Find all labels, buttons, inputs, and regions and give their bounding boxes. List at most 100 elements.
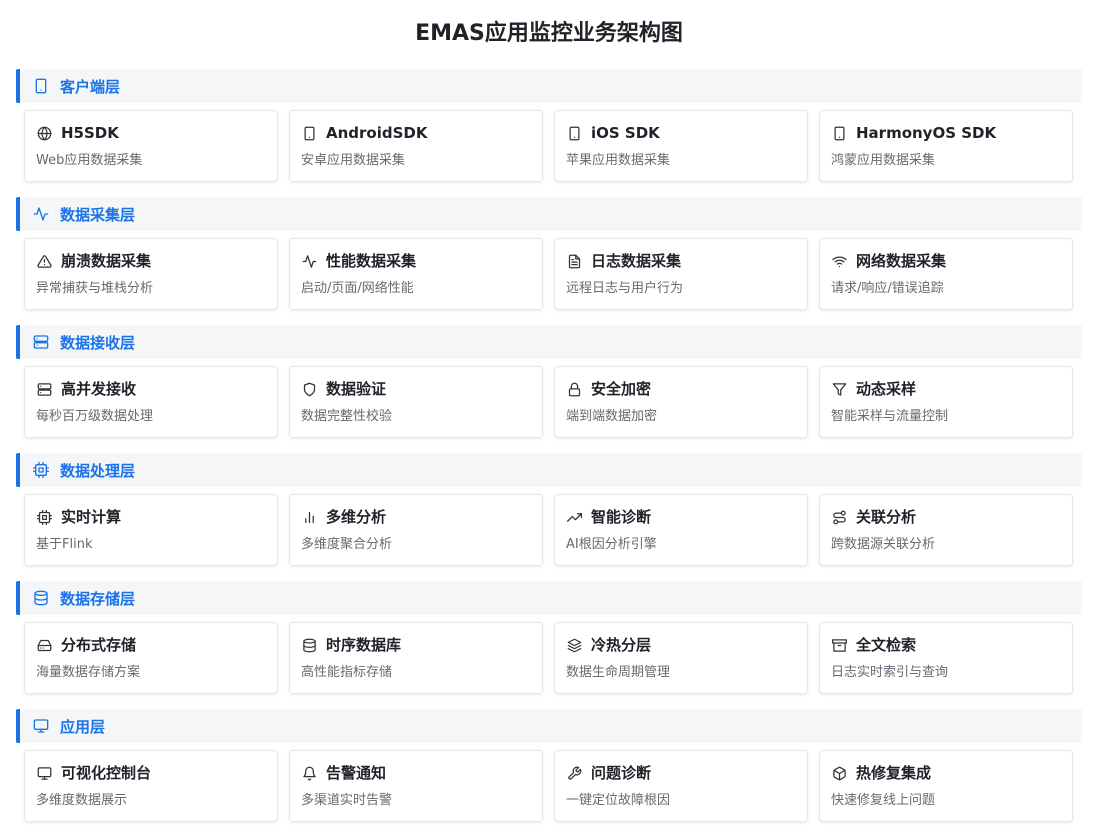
component-card: 高并发接收每秒百万级数据处理 [24, 366, 278, 438]
layer-header: 数据处理层 [16, 453, 1082, 487]
card-description: 多渠道实时告警 [301, 793, 393, 808]
card-description: 苹果应用数据采集 [566, 153, 671, 168]
layer-title: 客户端层 [60, 77, 121, 96]
layer-title: 数据处理层 [60, 461, 136, 480]
card-title: 性能数据采集 [326, 252, 417, 270]
trending-up-icon [566, 509, 582, 525]
card-description: 数据完整性校验 [301, 409, 393, 424]
card-description: 多维度聚合分析 [301, 537, 393, 552]
card-description: 请求/响应/错误追踪 [831, 281, 944, 296]
cpu-icon [32, 461, 50, 479]
card-description: 端到端数据加密 [566, 409, 658, 424]
card-description: 快速修复线上问题 [831, 793, 936, 808]
card-title: 安全加密 [591, 380, 652, 398]
card-title: 实时计算 [61, 508, 122, 526]
card-description: 智能采样与流量控制 [831, 409, 949, 424]
component-card: 问题诊断一键定位故障根因 [554, 750, 808, 822]
hard-drive-icon [36, 637, 52, 653]
package-icon [831, 765, 847, 781]
card-title: iOS SDK [591, 124, 660, 142]
file-text-icon [566, 253, 582, 269]
card-description: 基于Flink [36, 537, 93, 552]
card-title: 动态采样 [856, 380, 917, 398]
component-card: 告警通知多渠道实时告警 [289, 750, 543, 822]
card-title: 时序数据库 [326, 636, 402, 654]
card-title: 关联分析 [856, 508, 917, 526]
component-card: 网络数据采集请求/响应/错误追踪 [819, 238, 1073, 310]
card-description: 高性能指标存储 [301, 665, 393, 680]
layer-header: 客户端层 [16, 69, 1082, 103]
database-icon [301, 637, 317, 653]
component-card: 实时计算基于Flink [24, 494, 278, 566]
monitor-icon [32, 717, 50, 735]
activity-icon [32, 205, 50, 223]
card-description: 数据生命周期管理 [566, 665, 671, 680]
card-description: 安卓应用数据采集 [301, 153, 406, 168]
card-title: 全文检索 [856, 636, 917, 654]
layer-title: 应用层 [60, 717, 106, 736]
wrench-icon [566, 765, 582, 781]
layer-title: 数据采集层 [60, 205, 136, 224]
component-card: 热修复集成快速修复线上问题 [819, 750, 1073, 822]
layers-icon [566, 637, 582, 653]
smartphone-icon [831, 125, 847, 141]
card-description: 远程日志与用户行为 [566, 281, 684, 296]
component-card: iOS SDK 苹果应用数据采集 [554, 110, 808, 182]
card-title: 冷热分层 [591, 636, 652, 654]
bell-icon [301, 765, 317, 781]
alert-triangle-icon [36, 253, 52, 269]
smartphone-icon [566, 125, 582, 141]
cpu-icon [36, 509, 52, 525]
component-card: 全文检索日志实时索引与查询 [819, 622, 1073, 694]
server-icon [36, 381, 52, 397]
card-description: 异常捕获与堆栈分析 [36, 281, 154, 296]
smartphone-icon [301, 125, 317, 141]
card-title: 热修复集成 [856, 764, 932, 782]
monitor-icon [36, 765, 52, 781]
card-description: 跨数据源关联分析 [831, 537, 936, 552]
component-card: 安全加密端到端数据加密 [554, 366, 808, 438]
component-card: 关联分析跨数据源关联分析 [819, 494, 1073, 566]
card-description: 每秒百万级数据处理 [36, 409, 154, 424]
card-description: 启动/页面/网络性能 [301, 281, 414, 296]
card-title: 问题诊断 [591, 764, 652, 782]
component-card: 日志数据采集远程日志与用户行为 [554, 238, 808, 310]
card-description: 一键定位故障根因 [566, 793, 671, 808]
card-title: 数据验证 [326, 380, 387, 398]
page-title: EMAS应用监控业务架构图 [415, 21, 683, 46]
activity-icon [301, 253, 317, 269]
component-card: HarmonyOS SDK 鸿蒙应用数据采集 [819, 110, 1073, 182]
card-title: 分布式存储 [61, 636, 137, 654]
card-description: 日志实时索引与查询 [831, 665, 949, 680]
globe-icon [36, 125, 52, 141]
archive-icon [831, 637, 847, 653]
lock-icon [566, 381, 582, 397]
card-title: 崩溃数据采集 [61, 252, 152, 270]
layer-header: 数据存储层 [16, 581, 1082, 615]
route-icon [831, 509, 847, 525]
bar-chart-icon [301, 509, 317, 525]
component-card: 崩溃数据采集异常捕获与堆栈分析 [24, 238, 278, 310]
card-description: 鸿蒙应用数据采集 [831, 153, 936, 168]
database-icon [32, 589, 50, 607]
card-title: 告警通知 [326, 764, 387, 782]
component-card: 多维分析多维度聚合分析 [289, 494, 543, 566]
layer-title: 数据存储层 [60, 589, 136, 608]
component-card: 冷热分层数据生命周期管理 [554, 622, 808, 694]
card-title: HarmonyOS SDK [856, 124, 997, 142]
card-title: 多维分析 [326, 508, 387, 526]
server-icon [32, 333, 50, 351]
card-title: 高并发接收 [61, 380, 137, 398]
wifi-icon [831, 253, 847, 269]
component-card: 分布式存储海量数据存储方案 [24, 622, 278, 694]
shield-icon [301, 381, 317, 397]
card-title: 智能诊断 [591, 508, 652, 526]
component-card: 动态采样智能采样与流量控制 [819, 366, 1073, 438]
card-title: H5SDK [61, 124, 119, 142]
smartphone-icon [32, 77, 50, 95]
card-title: 日志数据采集 [591, 252, 682, 270]
component-card: 数据验证数据完整性校验 [289, 366, 543, 438]
layer-header: 应用层 [16, 709, 1082, 743]
card-description: 海量数据存储方案 [36, 665, 141, 680]
